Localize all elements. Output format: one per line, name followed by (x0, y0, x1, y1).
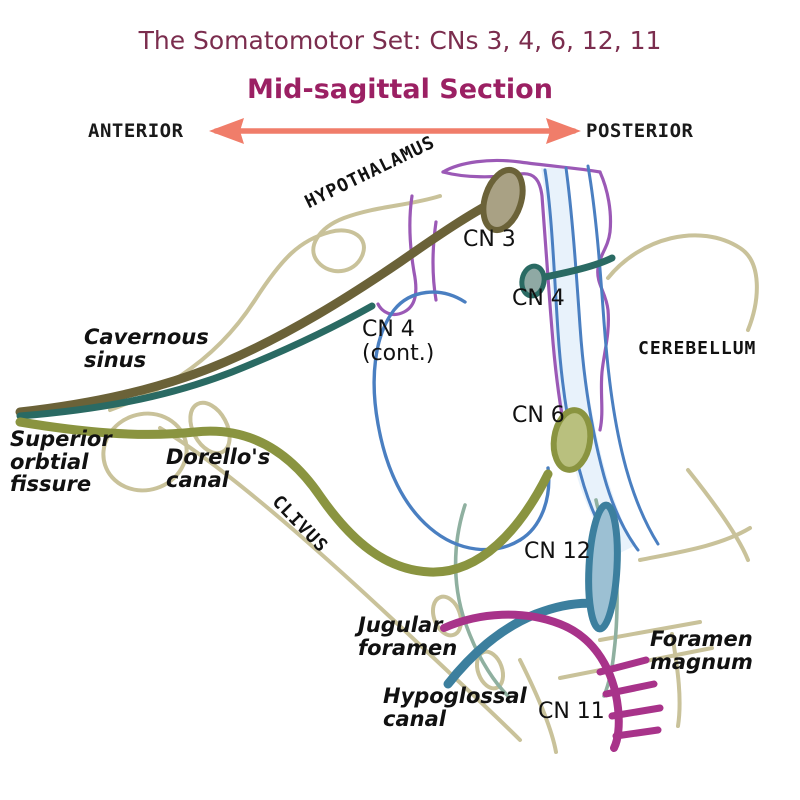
occipital-arc (606, 233, 759, 332)
cn4-nerve (16, 254, 616, 420)
label-cn6: CN 6 (512, 403, 565, 428)
label-cn12: CN 12 (524, 539, 591, 564)
arrow-head-right (546, 118, 581, 144)
ventricle-border-right (564, 166, 640, 552)
cavernous-sinus-loop (101, 411, 189, 493)
cn3-nerve (15, 166, 526, 417)
arrow-head-left (209, 118, 244, 144)
cn11-rootlet-1 (596, 656, 650, 676)
cn11-main-path (440, 610, 623, 752)
label-cn3: CN 3 (463, 227, 516, 252)
label-cn4-cont: CN 4 (cont.) (362, 317, 435, 366)
cn6-nucleus (550, 407, 594, 473)
cn11-nerve (440, 610, 664, 752)
cn4-nucleus (519, 263, 547, 299)
jugular-foramen-loop (430, 594, 464, 638)
cn11-rootlets (596, 656, 664, 740)
label-posterior: POSTERIOR (586, 120, 694, 142)
cn12-nucleus (585, 501, 621, 633)
cn4-path-posterior (536, 254, 616, 282)
sella-outline (108, 194, 442, 412)
label-cerebellum: CEREBELLUM (638, 338, 757, 359)
cn6-nerve (15, 407, 594, 577)
ventricle-border-outer (586, 164, 660, 546)
cn11-rootlet-4 (612, 726, 662, 740)
occipital-condyle-line (670, 632, 682, 728)
spinal-cord-anterior (453, 503, 510, 698)
label-foramen-magnum: Foramen magnum (650, 627, 753, 674)
brainstem-posterior-border (596, 170, 613, 432)
cn11-rootlet-3 (608, 704, 664, 720)
occipital-lower-arc (638, 526, 752, 562)
cn4-cont-path (372, 290, 522, 552)
midbrain-top (441, 158, 602, 174)
fourth-ventricle-fill (541, 168, 634, 556)
label-superior-orbital-fissure: Superior orbtial fissure (10, 427, 112, 497)
cn6-path (15, 417, 553, 577)
cn4-path-anterior (16, 302, 376, 420)
label-cn11: CN 11 (538, 699, 605, 724)
page-subtitle: Mid-sagittal Section (247, 74, 553, 105)
label-dorellos-canal: Dorello's canal (166, 445, 271, 492)
cn3-path (15, 195, 502, 417)
label-jugular-foramen: Jugular foramen (358, 613, 458, 660)
label-anterior: ANTERIOR (88, 120, 184, 142)
page-title: The Somatomotor Set: CNs 3, 4, 6, 12, 11 (138, 26, 662, 55)
label-cavernous-sinus: Cavernous sinus (84, 325, 209, 372)
posterior-fossa-arc (686, 468, 750, 562)
label-cn4: CN 4 (512, 286, 565, 311)
ventricle-system (541, 168, 634, 556)
clivus-line (158, 426, 522, 742)
clivus-lower-edge (518, 658, 558, 754)
label-hypoglossal-canal: Hypoglossal canal (383, 684, 527, 731)
cn11-rootlet-2 (602, 680, 658, 698)
cn3-nucleus (480, 166, 526, 234)
cn12-nerve (443, 501, 621, 689)
orientation-arrow (209, 118, 581, 144)
